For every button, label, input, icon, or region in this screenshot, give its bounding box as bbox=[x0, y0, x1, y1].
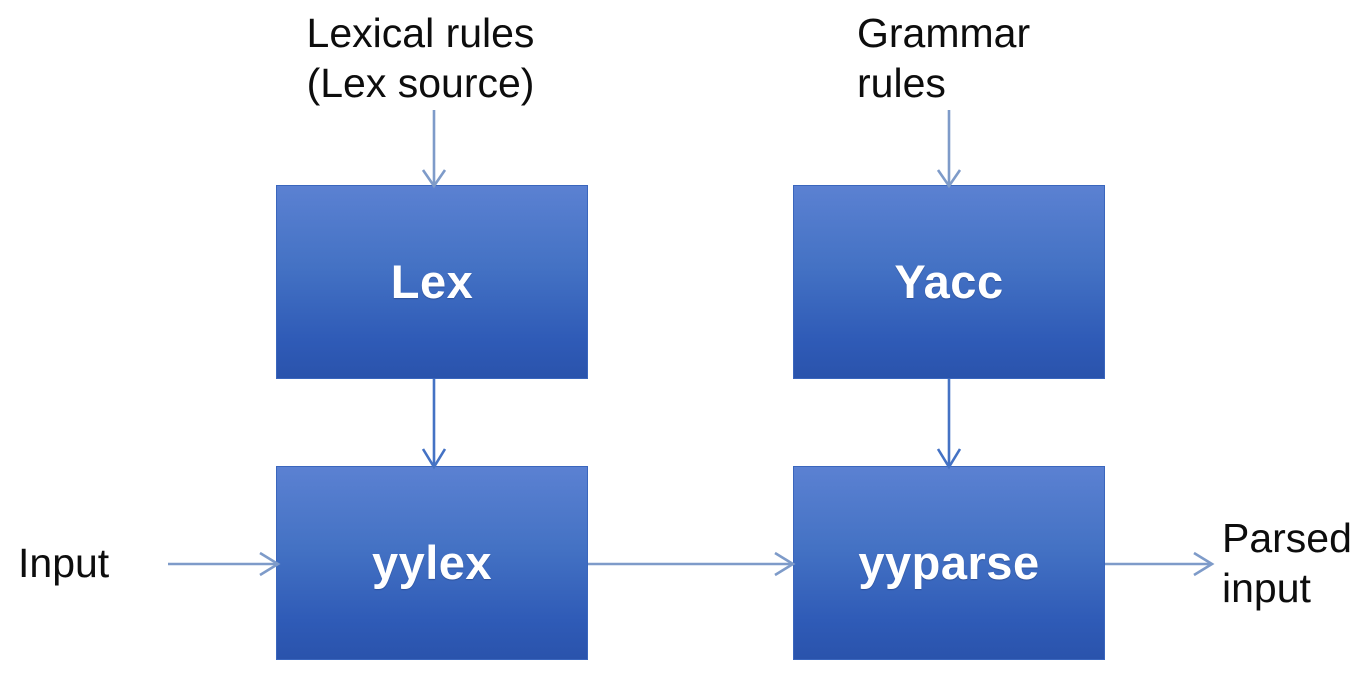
process-box-yyparse-label: yyparse bbox=[858, 536, 1040, 589]
grammar-rules-label: Grammar rules bbox=[857, 10, 1031, 106]
lexical-rules-label: Lexical rules (Lex source) bbox=[306, 10, 535, 106]
arrow-yylex-to-yyparse bbox=[588, 548, 796, 580]
input-label: Input bbox=[18, 540, 110, 586]
arrow-lex-to-yylex bbox=[418, 379, 450, 470]
process-box-yacc-label: Yacc bbox=[894, 255, 1004, 308]
process-box-yylex-label: yylex bbox=[371, 536, 493, 589]
arrow-input-to-yylex bbox=[168, 548, 281, 580]
process-box-yacc[interactable]: Yacc bbox=[793, 185, 1105, 379]
arrow-yacc-to-yyparse bbox=[933, 379, 965, 470]
arrow-yyparse-to-parsed-input bbox=[1105, 548, 1215, 580]
process-box-yyparse[interactable]: yyparse bbox=[793, 466, 1105, 660]
process-box-yylex[interactable]: yylex bbox=[276, 466, 588, 660]
process-box-lex-label: Lex bbox=[390, 255, 474, 308]
parsed-input-label: Parsed input bbox=[1222, 515, 1352, 611]
arrow-grammar-rules-to-yacc bbox=[933, 110, 965, 189]
process-box-lex[interactable]: Lex bbox=[276, 185, 588, 379]
arrow-lexical-rules-to-lex bbox=[418, 110, 450, 189]
